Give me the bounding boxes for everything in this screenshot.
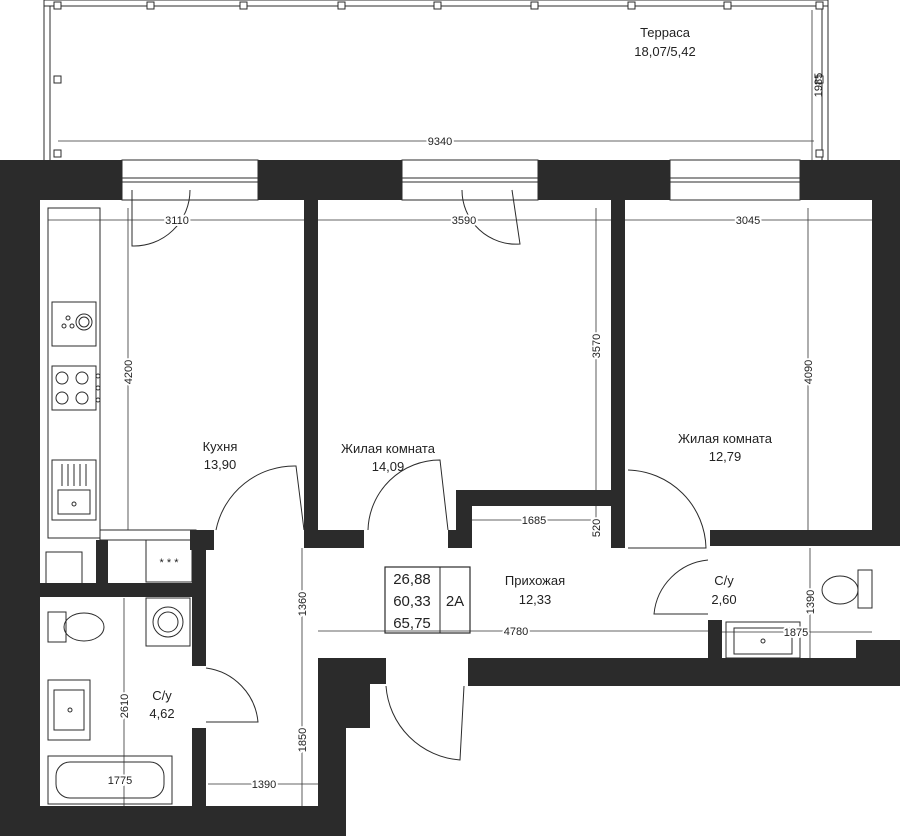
corridor-width-dimension: 1390: [252, 779, 276, 791]
hall-length-dimension: 4780: [504, 626, 528, 638]
kitchen-area: 13,90: [204, 457, 237, 472]
bathtub-icon: [47, 755, 173, 805]
wc-toilet-tank: [857, 569, 873, 609]
kitchen-furniture: * * *: [45, 207, 197, 589]
living2-area: 12,79: [709, 449, 742, 464]
terrace-width-dimension: 9340: [428, 136, 452, 148]
bath-furniture: [47, 597, 191, 805]
terrace-name: Терраса: [640, 25, 691, 40]
kitchen-counter: [47, 207, 101, 539]
door-entrance: [385, 685, 465, 761]
dishwasher: [51, 301, 97, 347]
door-wc-small: [653, 559, 709, 615]
bath-area: 4,62: [149, 706, 174, 721]
dimension-labels: 3110 3590 3045 4200 3570 4090 1685 520 1…: [106, 213, 819, 793]
window-living1: [401, 159, 539, 201]
walls: [0, 160, 900, 836]
summary-apartment-type: 2А: [446, 593, 464, 610]
living1-area: 14,09: [372, 459, 405, 474]
bath-name: С/у: [152, 688, 172, 703]
summary-total-with-terrace: 65,75: [393, 615, 431, 632]
door-terrace-kitchen: [131, 189, 191, 247]
terrace-depth-dimension: 1985: [813, 73, 825, 97]
terrace-area: 18,07/5,42: [634, 44, 695, 59]
wc-small-width-dimension: 1875: [784, 627, 808, 639]
windows: [121, 159, 801, 201]
dimension-lines: [48, 208, 872, 806]
bath-sink-icon: [47, 679, 91, 741]
washing-machine-icon: [145, 597, 191, 647]
niche-width-dimension: 1685: [522, 515, 546, 527]
hall-width-dimension: 1360: [297, 592, 309, 616]
wc-sink-icon: [725, 621, 801, 659]
room-labels: Кухня 13,90 Жилая комната 14,09 Жилая ко…: [149, 431, 772, 721]
wc-small-furniture: [725, 569, 873, 659]
living1-width-dimension: 3590: [452, 215, 476, 227]
wc-small-depth-dimension: 1390: [805, 590, 817, 614]
window-living2: [669, 159, 801, 201]
niche-depth-dimension: 520: [591, 519, 603, 537]
wc-small-area: 2,60: [711, 592, 736, 607]
wc-small-name: С/у: [714, 573, 734, 588]
door-kitchen: [215, 465, 305, 531]
living2-width-dimension: 3045: [736, 215, 760, 227]
terrace: Терраса 18,07/5,42 9340 1985: [43, 0, 829, 164]
door-bath: [205, 667, 259, 723]
kitchen-name: Кухня: [203, 439, 238, 454]
sink-icon: [51, 459, 97, 521]
toilet-icon: [63, 612, 105, 642]
wc-toilet-icon: [821, 575, 859, 605]
living1-name: Жилая комната: [341, 441, 436, 456]
living1-length-dimension: 3570: [591, 334, 603, 358]
stove-icon: [145, 539, 193, 583]
door-terrace-living: [461, 189, 521, 245]
bathtub-width-dimension: 1775: [108, 775, 132, 787]
door-living2: [627, 469, 707, 549]
area-summary: 26,88 60,33 65,75 2А: [384, 566, 471, 634]
kitchen-length-dimension: 4200: [123, 360, 135, 384]
kitchen-counter-bottom: [99, 529, 197, 541]
hall-lower-dimension: 1850: [297, 728, 309, 752]
living2-length-dimension: 4090: [803, 360, 815, 384]
bath-length-dimension: 2610: [119, 694, 131, 718]
kitchen-width-dimension: 3110: [165, 215, 189, 227]
hall-area: 12,33: [519, 592, 552, 607]
hall-name: Прихожая: [505, 573, 565, 588]
summary-total-area: 60,33: [393, 593, 431, 610]
utility-box: [45, 551, 83, 589]
door-living1: [367, 459, 449, 531]
terrace-posts: [53, 1, 824, 158]
living2-name: Жилая комната: [678, 431, 773, 446]
doors: [131, 189, 709, 761]
toilet-tank: [47, 611, 67, 643]
stove-burners-icon: * * *: [160, 557, 180, 569]
summary-living-area: 26,88: [393, 571, 431, 588]
